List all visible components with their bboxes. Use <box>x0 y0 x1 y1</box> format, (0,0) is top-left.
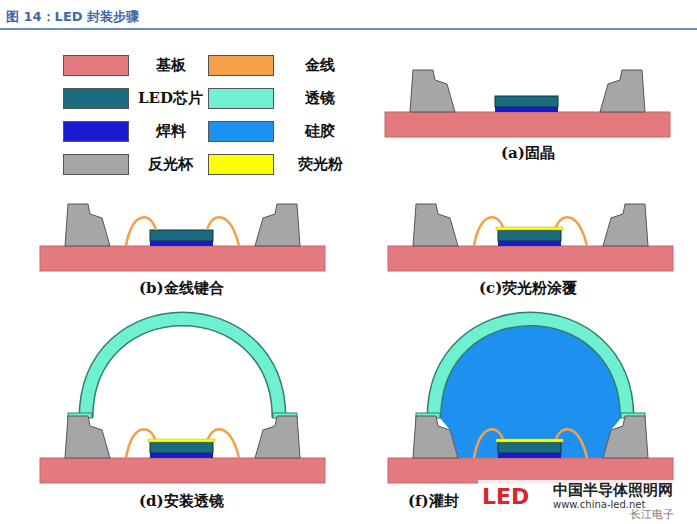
legend-label: 金线 <box>275 56 365 75</box>
watermark-source: 长江电子 <box>630 507 674 522</box>
legend-swatch <box>63 55 129 76</box>
legend-swatch <box>63 154 129 175</box>
figure-title: 图 14：LED 封装步骤 <box>6 8 139 26</box>
legend-label: 反光杯 <box>133 155 208 174</box>
legend-label: 透镜 <box>275 89 365 108</box>
legend-swatch <box>208 121 274 142</box>
legend-label: 焊料 <box>133 122 208 141</box>
step-caption: (f)灌封 <box>408 492 459 511</box>
watermark-logo: LED <box>482 484 529 509</box>
legend-label: 硅胶 <box>275 122 365 141</box>
legend-label: 基板 <box>133 56 208 75</box>
step-caption: (c)荧光粉涂覆 <box>479 279 577 298</box>
legend-swatch <box>208 55 274 76</box>
legend-swatch <box>208 154 274 175</box>
step-caption: (d)安装透镜 <box>139 492 224 511</box>
step-caption: (b)金线键合 <box>139 279 224 298</box>
legend-swatch <box>63 121 129 142</box>
legend-swatch <box>208 88 274 109</box>
legend-label: LED芯片 <box>133 89 208 108</box>
legend-swatch <box>63 88 129 109</box>
legend-label: 荧光粉 <box>275 155 365 174</box>
step-caption: (a)固晶 <box>501 144 555 163</box>
watermark-text: 中国半导体照明网 <box>553 481 673 500</box>
